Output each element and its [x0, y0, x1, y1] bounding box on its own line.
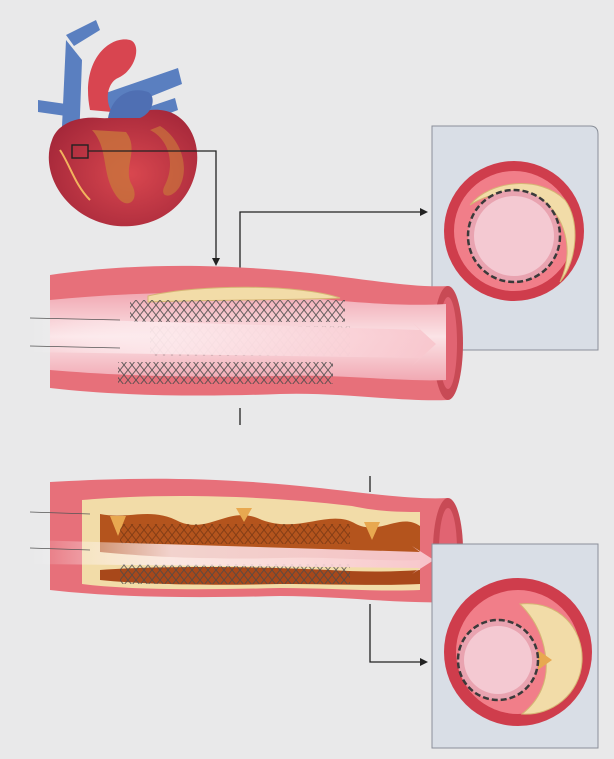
- inset-panel-restenosis: [431, 543, 599, 749]
- cross-section-plaque-restenosis: [518, 603, 583, 715]
- blood-flow-arrow: [30, 318, 436, 366]
- restenosis-stent-mesh-bottom: [120, 564, 350, 584]
- restenosis-stent-mesh-top: [120, 524, 350, 544]
- heart-illustration: [38, 20, 198, 227]
- heart-to-artery-connector: [88, 150, 217, 262]
- stent-mesh-top: [130, 300, 345, 322]
- inset-panel-stented: [431, 125, 599, 351]
- blood-flow-arrow-narrowed: [30, 540, 434, 574]
- restenosis-to-inset-connector: [369, 604, 424, 663]
- artery-restenosis: [29, 478, 463, 603]
- artery-stented: [29, 265, 463, 401]
- artery-to-inset-connector: [239, 211, 424, 272]
- stent-mesh-bottom: [118, 362, 333, 384]
- connector-lines: [88, 150, 428, 666]
